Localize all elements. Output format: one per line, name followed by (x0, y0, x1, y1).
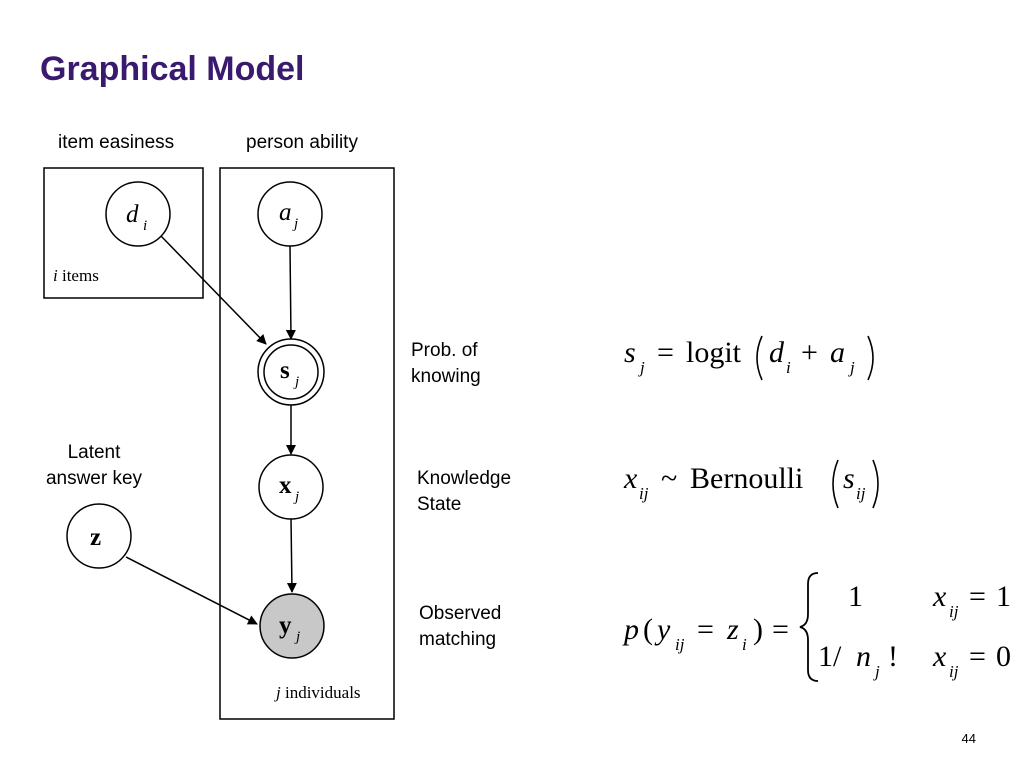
svg-text:z: z (726, 613, 739, 646)
svg-text:logit: logit (686, 336, 742, 369)
svg-text:Bernoulli: Bernoulli (690, 462, 803, 495)
equation-logit: s j = logit d i + a j (624, 335, 874, 381)
node-d: d i (105, 181, 171, 247)
svg-text:x: x (279, 472, 292, 499)
svg-text:i: i (742, 635, 747, 654)
svg-text:j: j (848, 358, 855, 377)
svg-text:s: s (624, 336, 636, 369)
svg-text:a: a (830, 336, 845, 369)
svg-text:=: = (772, 613, 789, 646)
svg-text:+: + (801, 336, 818, 369)
svg-text:n: n (856, 640, 871, 673)
items-plate-header: item easiness (58, 132, 175, 153)
svg-text:j: j (293, 374, 299, 390)
knowledge-state-line2: State (417, 493, 462, 515)
persons-plate-text: individuals (284, 683, 361, 702)
items-plate-text: items (61, 266, 99, 285)
svg-text:d: d (126, 201, 139, 228)
svg-text:x: x (932, 640, 947, 673)
svg-text:y: y (654, 613, 671, 646)
edge-d-to-s (160, 235, 267, 345)
observed-matching-line1: Observed (419, 603, 502, 624)
svg-text:~: ~ (661, 462, 677, 495)
svg-text:ij: ij (949, 602, 959, 621)
svg-text:j: j (293, 489, 299, 505)
svg-text:x: x (623, 462, 638, 495)
edge-a-to-s (285, 245, 296, 340)
svg-text:j: j (294, 629, 300, 645)
svg-text:!: ! (888, 640, 898, 673)
svg-text:ij: ij (949, 662, 959, 681)
edge-z-to-y (125, 556, 258, 625)
svg-text:1: 1 (848, 580, 863, 613)
svg-text:0: 0 (996, 640, 1011, 673)
svg-text:z: z (90, 524, 101, 551)
svg-text:j: j (638, 358, 645, 377)
svg-text:1/: 1/ (818, 640, 842, 673)
svg-text:): ) (753, 613, 763, 646)
svg-text:s: s (280, 357, 290, 384)
svg-text:d: d (769, 336, 785, 369)
svg-text:x: x (932, 580, 947, 613)
latent-label-line2: answer key (45, 467, 143, 489)
items-plate-var: i (53, 266, 58, 285)
items-plate-label: i items (53, 266, 99, 286)
node-a: a j (257, 181, 323, 247)
svg-text:(: ( (643, 613, 653, 646)
persons-plate-header: person ability (246, 132, 358, 153)
node-x: x j (258, 454, 324, 520)
svg-text:i: i (143, 218, 147, 234)
persons-plate (219, 167, 395, 720)
svg-text:a: a (279, 199, 292, 226)
latent-answer-key-label: Latent answer key (36, 440, 152, 491)
persons-plate-var: j (276, 683, 281, 702)
svg-text:i: i (786, 358, 791, 377)
svg-text:=: = (697, 613, 714, 646)
svg-text:ij: ij (856, 484, 866, 503)
node-y: y j (259, 593, 325, 659)
svg-text:=: = (969, 640, 986, 673)
svg-text:ij: ij (675, 635, 685, 654)
prob-knowing-line2: knowing (411, 365, 481, 387)
latent-label-line1: Latent (67, 442, 121, 463)
node-s: s j (257, 338, 325, 406)
svg-text:j: j (292, 216, 298, 232)
svg-text:ij: ij (639, 484, 649, 503)
items-plate (43, 167, 204, 299)
svg-text:=: = (657, 336, 674, 369)
svg-text:=: = (969, 580, 986, 613)
svg-text:1: 1 (996, 580, 1011, 613)
node-z: z (66, 503, 132, 569)
slide-title: Graphical Model (40, 50, 305, 88)
svg-text:y: y (279, 612, 292, 639)
edge-x-to-y (286, 517, 297, 593)
observed-matching-line2: matching (419, 628, 497, 650)
page-number: 44 (961, 731, 976, 746)
prob-knowing-line1: Prob. of (411, 340, 478, 361)
equation-piecewise: p ( y ij = z i ) = 1 x ij = 1 1/ n j ! x… (622, 572, 1011, 682)
knowledge-state-label: Knowledge State (417, 466, 511, 517)
knowledge-state-line1: Knowledge (417, 468, 512, 489)
persons-plate-label: j individuals (276, 683, 361, 703)
svg-text:j: j (873, 662, 880, 681)
svg-text:p: p (622, 613, 639, 646)
equation-bernoulli: x ij ~ Bernoulli s ij (623, 459, 879, 509)
svg-text:s: s (843, 462, 855, 495)
observed-matching-label: Observed matching (419, 601, 501, 652)
prob-knowing-label: Prob. of knowing (411, 338, 481, 389)
